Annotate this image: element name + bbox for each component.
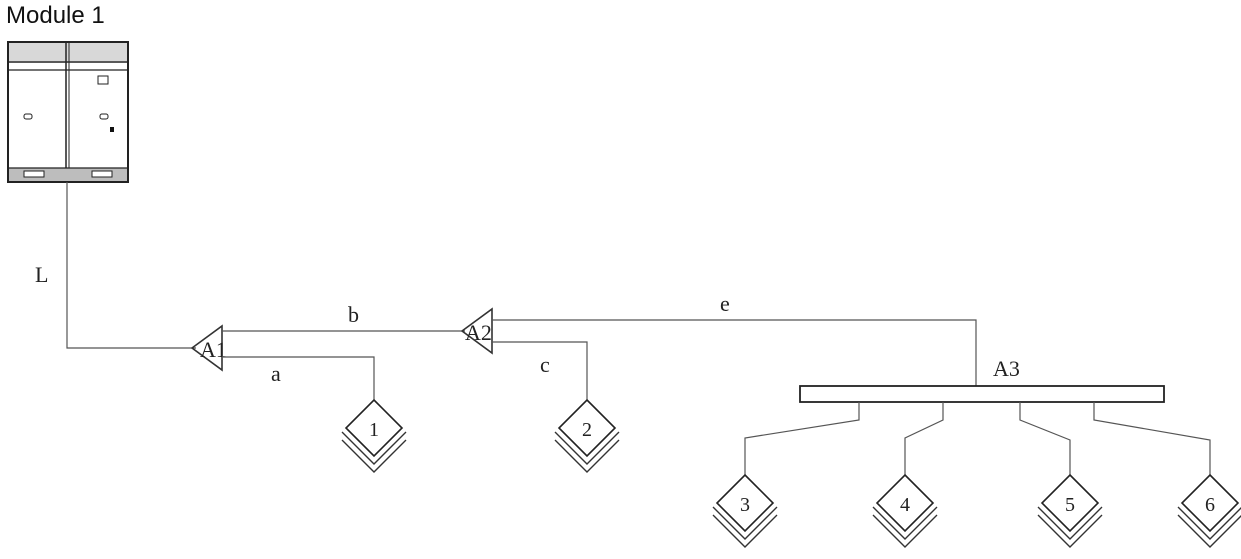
indoor-unit-number: 6 [1205, 494, 1215, 516]
joint-A2: A2 [460, 307, 493, 355]
pipe-label-e: e [720, 291, 730, 316]
pipe-label-b: b [348, 302, 359, 327]
indoor-unit-number: 3 [740, 494, 750, 516]
indoor-unit-number: 1 [369, 419, 379, 441]
indoor-unit-2: 2 [554, 398, 620, 473]
pipe-e: e [492, 291, 977, 386]
outdoor-unit [7, 41, 129, 183]
joint-label-A2: A2 [465, 320, 492, 345]
joint-label-A1: A1 [200, 337, 227, 362]
indoor-unit-number: 4 [900, 494, 910, 516]
indoor-unit-5: 5 [1037, 473, 1103, 548]
indoor-unit-4: 4 [872, 473, 938, 548]
pipe-L: L [35, 182, 196, 349]
indoor-units: 1 2 3 4 5 6 [341, 398, 1241, 548]
pipe-label-L: L [35, 262, 48, 287]
pipe-b: b [222, 302, 465, 332]
joint-label-A3: A3 [993, 356, 1020, 381]
indoor-unit-3: 3 [712, 473, 778, 548]
pipe-a: a [222, 356, 375, 400]
indoor-unit-number: 2 [582, 419, 592, 441]
indoor-unit-number: 5 [1065, 494, 1075, 516]
indoor-unit-6: 6 [1177, 473, 1241, 548]
pipe-c: c [492, 341, 588, 400]
joint-A1: A1 [190, 324, 227, 372]
pipe-label-c: c [540, 352, 550, 377]
header-A3: A3 [744, 356, 1211, 475]
module-title: Module 1 [6, 2, 105, 29]
indoor-unit-1: 1 [341, 398, 407, 473]
pipe-label-a: a [271, 361, 281, 386]
